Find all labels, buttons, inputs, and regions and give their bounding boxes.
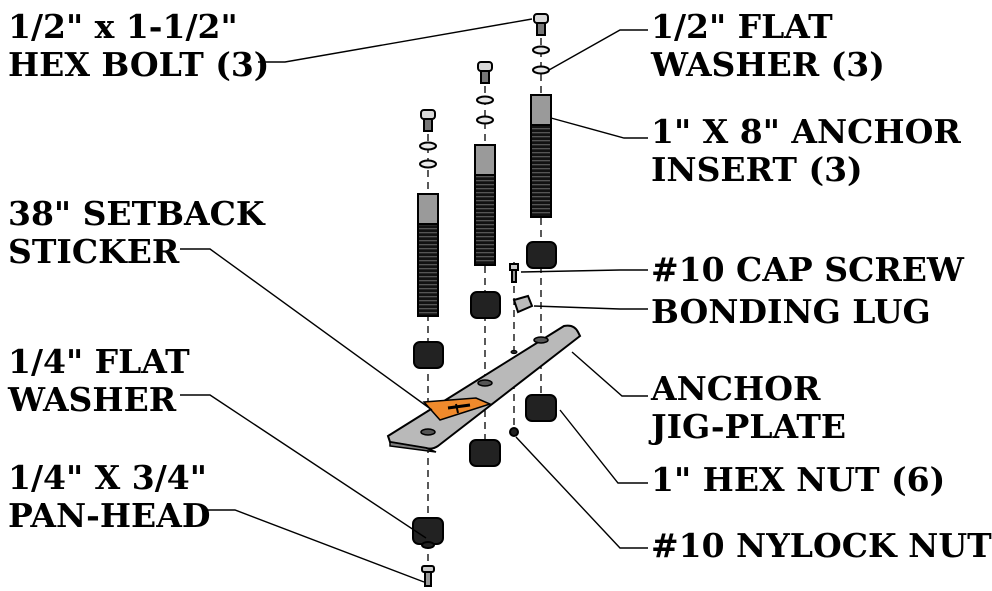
anchor-jig-plate-icon <box>386 324 582 453</box>
label-line: ANCHOR <box>651 369 821 408</box>
label-half-inch-flat-washer: 1/2" FLAT WASHER (3) <box>651 8 885 84</box>
hex-nut-icon <box>526 241 557 269</box>
label-line: 38" SETBACK <box>8 194 265 233</box>
label-line: #10 CAP SCREW <box>651 250 964 289</box>
anchor-insert-icon <box>474 144 496 266</box>
grounding-hardware <box>509 263 534 437</box>
hex-bolt-icon <box>533 13 549 36</box>
leader-lines <box>180 18 648 583</box>
label-setback-sticker: 38" SETBACK STICKER <box>8 195 265 271</box>
label-line: BONDING LUG <box>651 292 931 331</box>
hex-nut-icon <box>470 291 501 319</box>
label-line: PAN-HEAD <box>8 496 211 535</box>
label-cap-screw: #10 CAP SCREW <box>651 251 964 289</box>
label-quarter-inch-flat-washer: 1/4" FLAT WASHER <box>8 343 190 419</box>
label-line: 1/4" X 3/4" <box>8 458 207 497</box>
nylock-nut-icon <box>509 427 519 437</box>
bonding-lug-icon <box>512 294 534 314</box>
hex-nut-icon <box>412 517 444 545</box>
label-bonding-lug: BONDING LUG <box>651 293 931 331</box>
label-line: #10 NYLOCK NUT <box>651 526 992 565</box>
hex-nut-icon <box>413 341 444 369</box>
exploded-assembly-diagram: 1/2" x 1-1/2" HEX BOLT (3) 1/2" FLAT WAS… <box>8 8 992 590</box>
label-pan-head: 1/4" X 3/4" PAN-HEAD <box>8 459 210 535</box>
label-line: WASHER (3) <box>651 45 885 84</box>
label-line: INSERT (3) <box>651 150 863 189</box>
label-line: 1/2" x 1-1/2" <box>8 7 238 46</box>
right-bolt-stack <box>525 13 557 422</box>
label-line: 1/2" FLAT <box>651 7 833 46</box>
label-line: WASHER <box>8 380 177 419</box>
flat-washer-icon <box>532 45 550 75</box>
label-nylock-nut: #10 NYLOCK NUT <box>651 527 992 565</box>
label-hex-nut: 1" HEX NUT (6) <box>651 461 945 499</box>
cap-screw-icon <box>509 263 519 283</box>
hex-bolt-icon <box>420 109 436 132</box>
setback-sticker-icon <box>422 397 493 421</box>
label-line: 1" HEX NUT (6) <box>651 460 946 499</box>
label-anchor-jig-plate: ANCHOR JIG-PLATE <box>651 370 846 446</box>
flat-washer-icon <box>419 141 437 169</box>
middle-bolt-stack <box>469 61 501 467</box>
anchor-insert-icon <box>417 193 439 317</box>
anchor-insert-icon <box>530 94 552 218</box>
label-line: STICKER <box>8 232 180 271</box>
label-line: JIG-PLATE <box>651 407 847 446</box>
pan-head-screw-icon <box>421 565 435 587</box>
hex-nut-icon <box>525 394 557 422</box>
hex-nut-icon <box>469 439 501 467</box>
label-line: 1/4" FLAT <box>8 342 190 381</box>
quarter-washer-icon <box>421 541 435 549</box>
label-hex-bolt: 1/2" x 1-1/2" HEX BOLT (3) <box>8 8 269 84</box>
parts-drawing <box>180 13 648 590</box>
hex-bolt-icon <box>477 61 493 84</box>
left-bolt-stack <box>412 109 444 587</box>
flat-washer-icon <box>476 95 494 125</box>
label-anchor-insert: 1" X 8" ANCHOR INSERT (3) <box>651 113 961 189</box>
label-line: HEX BOLT (3) <box>8 45 270 84</box>
label-line: 1" X 8" ANCHOR <box>651 112 961 151</box>
